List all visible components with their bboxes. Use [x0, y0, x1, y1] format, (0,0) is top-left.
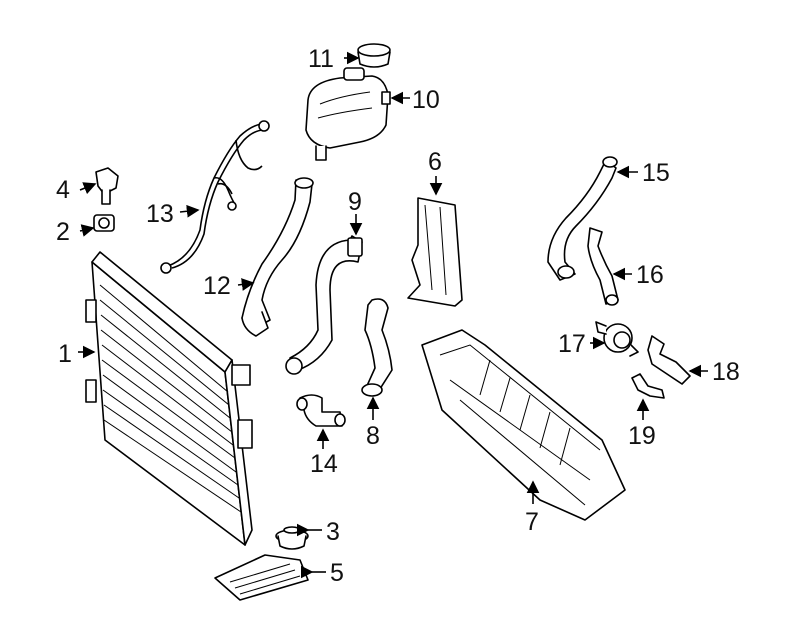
- vent-hose: [160, 120, 270, 274]
- callout-3: 3: [326, 518, 340, 546]
- air-guide-lower: [214, 554, 309, 601]
- hose-clip: [631, 373, 665, 399]
- callout-14: 14: [310, 450, 338, 478]
- pump-bracket: [647, 335, 691, 385]
- leader-lines: [78, 51, 708, 579]
- tank-cap: [357, 43, 391, 68]
- callout-10: 10: [412, 86, 440, 114]
- callout-2: 2: [56, 218, 70, 246]
- callout-15: 15: [642, 159, 670, 187]
- callout-19: 19: [628, 422, 656, 450]
- aux-hose-16: [587, 227, 619, 306]
- aux-water-pump: [595, 321, 639, 357]
- callout-9: 9: [348, 188, 362, 216]
- drain-plug: [93, 214, 115, 232]
- callout-4: 4: [56, 176, 70, 204]
- callout-labels: 1 2 3 4 5 6 7 8 9 10 11 12 13 14 15 16 1…: [56, 45, 740, 587]
- lower-hose: [361, 298, 393, 397]
- callout-16: 16: [636, 261, 664, 289]
- side-deflector: [407, 197, 463, 307]
- callout-11: 11: [308, 45, 334, 73]
- upper-hose: [285, 235, 363, 375]
- callout-7: 7: [525, 508, 539, 536]
- expansion-tank: [305, 67, 391, 161]
- callout-8: 8: [366, 422, 380, 450]
- callout-18: 18: [712, 358, 740, 386]
- radiator: [85, 251, 253, 546]
- callout-12: 12: [203, 272, 231, 300]
- callout-6: 6: [428, 148, 442, 176]
- mount-clip: [95, 167, 119, 205]
- grommet: [275, 526, 309, 550]
- lower-support-duct: [421, 329, 626, 521]
- callout-13: 13: [146, 200, 174, 228]
- callout-1: 1: [58, 340, 72, 368]
- callout-5: 5: [330, 559, 344, 587]
- tank-hose: [241, 177, 314, 337]
- aux-hose-15: [547, 156, 618, 281]
- elbow-hose: [296, 394, 346, 427]
- callout-17: 17: [558, 330, 586, 358]
